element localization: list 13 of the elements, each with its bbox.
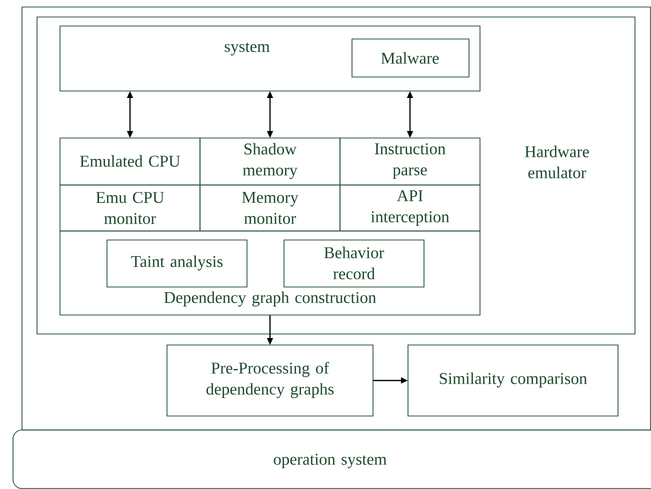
module-cell: Instruction parse [340, 138, 480, 186]
process-box: Behavior record [284, 240, 424, 288]
module-cell: API interception [340, 184, 480, 232]
os-band: operation system [12, 430, 651, 489]
malware-box: Malware [352, 38, 470, 78]
module-cell: Emulated CPU [60, 138, 200, 186]
process-box: Similarity comparison [408, 344, 618, 416]
frame-box [22, 6, 651, 430]
module-cell: Emu CPU monitor [60, 184, 200, 232]
module-cell: Memory monitor [200, 184, 340, 232]
process-box: Taint analysis [106, 240, 248, 288]
process-box: Pre-Processing of dependency graphs [166, 344, 374, 416]
module-cell: Shadow memory [200, 138, 340, 186]
